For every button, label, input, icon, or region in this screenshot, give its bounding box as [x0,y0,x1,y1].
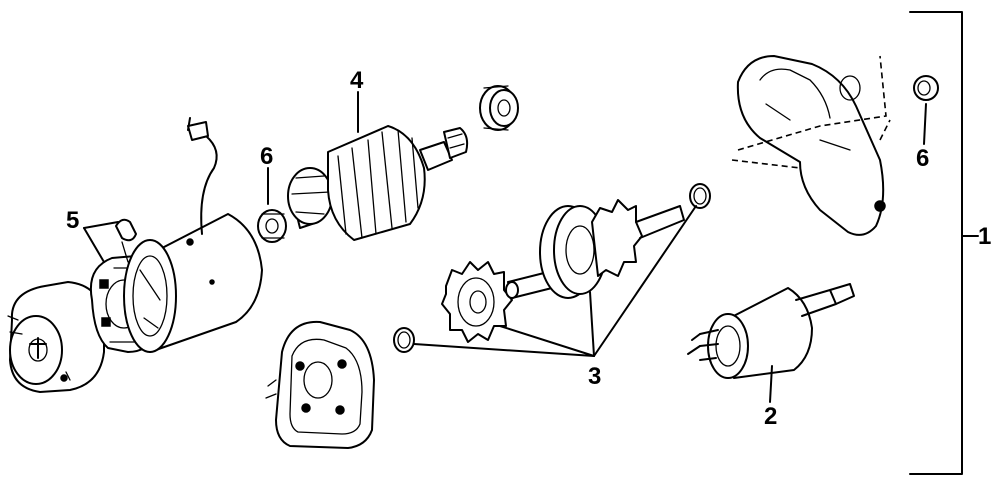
leader-lines [83,91,927,403]
callout-6-right: 6 [916,145,929,172]
assembly-bracket [909,11,963,475]
brush-spring [115,218,137,263]
callout-2: 2 [764,403,777,430]
callout-3: 3 [588,363,601,390]
callout-5: 5 [66,207,79,234]
bushing-right [913,75,939,101]
callout-4: 4 [350,67,364,94]
pinion-gear [441,261,513,343]
solenoid [687,283,855,379]
drive-housing [265,320,375,449]
snap-ring-left [393,327,415,353]
armature-bearing [479,85,519,131]
callout-6-left: 6 [260,143,273,170]
overrunning-clutch [505,199,685,299]
end-cap [7,281,105,393]
armature [287,125,469,241]
bearing-left [257,209,287,243]
lever-housing [731,55,891,236]
callout-1: 1 [978,223,991,250]
field-frame [123,117,263,353]
snap-ring-right [689,183,711,209]
